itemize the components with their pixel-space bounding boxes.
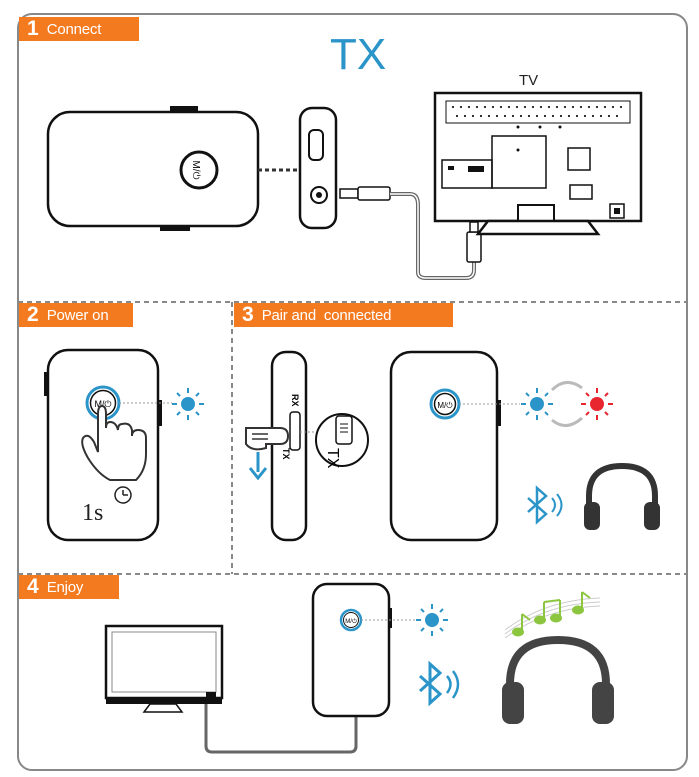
tx-zoom-label: TX <box>324 448 341 469</box>
transmitter-side <box>298 106 338 230</box>
device-side-switch: RX TX <box>270 350 308 542</box>
alternate-arrows-icon <box>550 381 583 427</box>
bluetooth-icon <box>527 485 563 525</box>
tv-front <box>104 624 224 713</box>
music-notes-icon <box>504 591 601 639</box>
clock-icon <box>114 486 132 504</box>
power-button-label: M/⏻ <box>345 618 357 625</box>
step-1-tab: 1 Connect <box>19 17 139 41</box>
switch-zoom: TX <box>300 413 369 469</box>
transmitter-front: M/⏻ <box>46 106 260 231</box>
outer-frame <box>17 13 688 771</box>
slide-down-arrow-icon <box>248 452 268 481</box>
power-button-label: M/⏻ <box>437 401 453 410</box>
tv-back <box>433 91 643 236</box>
audio-cable <box>204 704 358 754</box>
device-step3: M/⏻ <box>389 350 520 542</box>
section-dividers <box>18 301 687 575</box>
power-button-label: M/⏻ <box>94 399 111 409</box>
step-label: Power on <box>46 306 109 324</box>
step-label: Enjoy <box>46 578 84 596</box>
red-led-icon <box>581 388 613 420</box>
step-number: 3 <box>242 303 254 326</box>
device-step4: M/⏻ <box>311 582 418 718</box>
blue-led-icon <box>521 388 553 420</box>
slide-finger-icon <box>245 427 290 451</box>
headphones-icon <box>502 635 614 724</box>
audio-cable <box>339 186 482 280</box>
step-number: 1 <box>27 17 39 40</box>
headphones-icon <box>584 462 660 530</box>
tv-label: TV <box>519 72 539 89</box>
power-button-label: M/⏻ <box>190 160 201 179</box>
tx-label: TX <box>281 448 291 460</box>
step-label: Pair and connected <box>261 306 392 324</box>
mode-title: TX <box>330 30 387 79</box>
step-3-tab: 3 Pair and connected <box>234 303 453 327</box>
step-number: 2 <box>27 303 39 326</box>
step-label: Connect <box>46 20 102 38</box>
press-duration: 1s <box>82 500 104 526</box>
hand-pointer-icon <box>81 404 147 481</box>
step-4-tab: 4 Enjoy <box>19 575 119 599</box>
blue-led-icon <box>172 388 204 420</box>
blue-led-icon <box>416 604 448 636</box>
bluetooth-icon <box>418 660 460 707</box>
rx-label: RX <box>290 394 300 407</box>
step-number: 4 <box>27 575 39 598</box>
step-2-tab: 2 Power on <box>19 303 133 327</box>
